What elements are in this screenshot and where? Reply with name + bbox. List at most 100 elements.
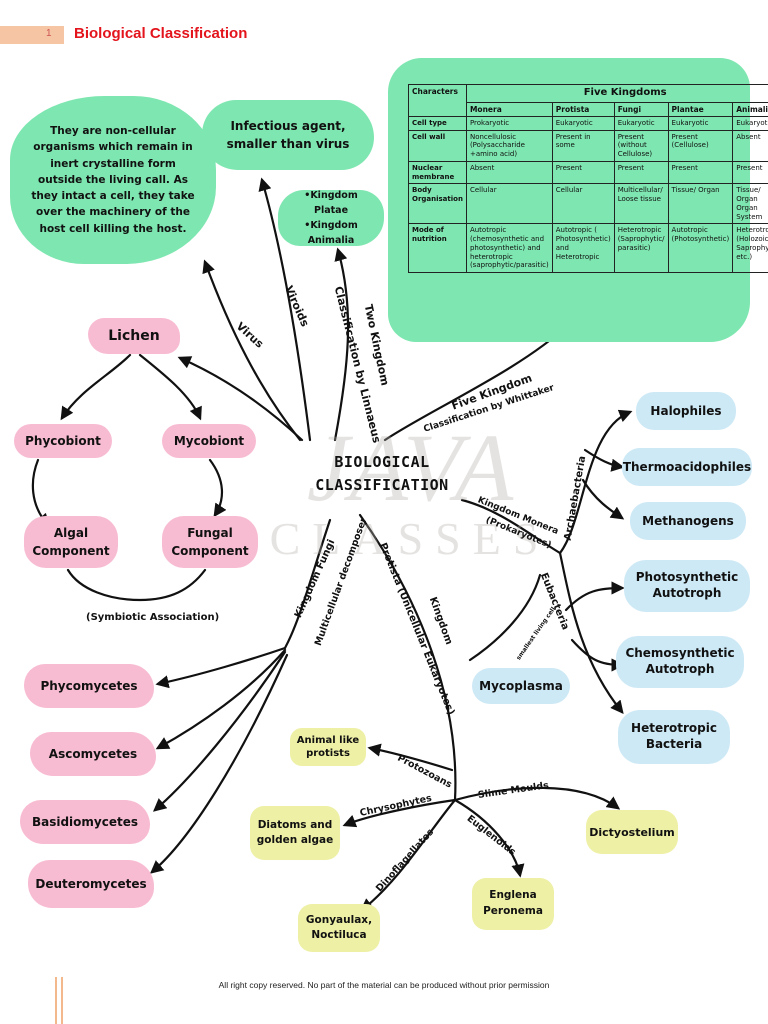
table-cell: Heterotropic (Saprophytic/ parasitic) [613, 223, 669, 274]
phycobiont-label: Phycobiont [25, 434, 101, 448]
two-kingdom-arrow [333, 247, 350, 442]
table-row: Body Organisation Cellular Cellular Mult… [408, 183, 768, 225]
archaebacteria-item-label: Thermoacidophiles [622, 460, 752, 474]
symbiotic-association-label: (Symbiotic Association) [86, 612, 220, 623]
archaebacteria-item: Halophiles [636, 392, 736, 430]
table-cell: Cellular [465, 183, 553, 225]
lichen-node: Lichen [88, 318, 180, 354]
table-row: Cell type Prokaryotic Eukaryotic Eukaryo… [408, 115, 768, 131]
table-group-header: Five Kingdoms [465, 84, 768, 103]
two-kingdom-item: •Kingdom Platae [304, 189, 358, 216]
footer-copyright: All right copy reserved. No part of the … [218, 980, 550, 990]
archaebacteria-item-label: Halophiles [650, 404, 722, 418]
monera-arrow [460, 498, 562, 555]
five-kingdom-table: Characters Five Kingdoms Monera Protista… [408, 84, 768, 274]
table-cell: Present [551, 160, 615, 185]
fungi-arrow [283, 518, 332, 650]
eubacteria-item: Photosynthetic Autotroph [624, 560, 750, 612]
fungi-item-label: Deuteromycetes [35, 877, 147, 891]
center-title-line-1: BIOLOGICAL [334, 453, 430, 471]
fungi-item-label: Phycomycetes [40, 679, 138, 693]
table-cell: Absent [732, 129, 768, 162]
fungi-item: Basidiomycetes [20, 800, 150, 844]
protista-item: Animal like protists [290, 728, 366, 766]
page-title: Biological Classification [74, 25, 248, 42]
mycoplasma-node: Mycoplasma [472, 668, 570, 704]
algal-component-node: Algal Component [24, 516, 118, 568]
five-kingdom-arrow [383, 323, 570, 442]
virus-arrow [202, 259, 302, 442]
viroids-arrow [258, 177, 312, 442]
fungi-item: Phycomycetes [24, 664, 154, 708]
two-kingdom-item: •Kingdom Animalia [304, 220, 358, 247]
row-header: Nuclear membrane [408, 160, 467, 185]
table-cell: Tissue/ Organ [667, 183, 734, 225]
column-header: Monera [465, 101, 553, 117]
column-header: Fungi [613, 101, 669, 117]
table-cell: Eukaryotic [732, 115, 768, 131]
row-header: Cell type [408, 115, 467, 131]
table-cell: Prokaryotic [465, 115, 553, 131]
dinoflagellates-item: Gonyaulax, Noctiluca [305, 913, 373, 941]
eubacteria-branch [558, 551, 624, 715]
eubacteria-item-label: Chemosynthetic Autotroph [625, 646, 735, 676]
eubacteria-item: Chemosynthetic Autotroph [616, 636, 744, 688]
euglenoids-item: Englena Peronema [483, 889, 543, 917]
table-cell: Autotropic (chemosynthetic and photosynt… [465, 223, 553, 274]
table-cell: Autotropic ( Photosynthetic) and Heterot… [551, 223, 615, 274]
footer-accent [55, 977, 63, 1024]
table-cell: Present (without Cellulose) [613, 129, 669, 162]
row-header: Mode of nutrition [408, 223, 467, 274]
two-kingdom-box: •Kingdom Platae •Kingdom Animalia [278, 190, 384, 246]
protista-item: Diatoms and golden algae [250, 806, 340, 860]
table-cell: Present [613, 160, 669, 185]
table-corner: Characters [408, 84, 467, 117]
table-cell: Eukaryotic [667, 115, 734, 131]
row-header: Cell wall [408, 129, 467, 162]
center-title: BIOLOGICAL CLASSIFICATION [282, 451, 482, 498]
chrysophytes-item: Diatoms and golden algae [256, 818, 334, 846]
phycobiont-node: Phycobiont [14, 424, 112, 458]
viroids-description-box: Infectious agent, smaller than virus [202, 100, 374, 170]
table-cell: Multicellular/ Loose tissue [613, 183, 669, 225]
eubacteria-item-label: Heterotropic Bacteria [631, 721, 717, 751]
protista-item: Englena Peronema [472, 878, 554, 930]
table-cell: Autotropic (Photosynthetic) [667, 223, 734, 274]
archaebacteria-item-label: Methanogens [642, 514, 734, 528]
table-cell: Eukaryotic [613, 115, 669, 131]
mycobiont-label: Mycobiont [173, 434, 245, 448]
column-header: Protista [551, 101, 615, 117]
table-cell: Present [667, 160, 734, 185]
table-cell: Cellular [551, 183, 615, 225]
table-cell: Tissue/ Organ Organ System [732, 183, 768, 225]
virus-description: They are non-cellular organisms which re… [31, 125, 195, 235]
mycobiont-node: Mycobiont [162, 424, 256, 458]
table-cell: Absent [465, 160, 553, 185]
table-cell: Present (Cellulose) [667, 129, 734, 162]
column-header: Animalia [732, 101, 768, 117]
page-number: 1 [46, 28, 52, 39]
protista-item: Gonyaulax, Noctiluca [298, 904, 380, 952]
protista-item: Dictyostelium [586, 810, 678, 854]
fungal-component-node: Fungal Component [162, 516, 258, 568]
fungi-item-label: Basidiomycetes [31, 815, 139, 829]
table-row: Nuclear membrane Absent Present Present … [408, 160, 768, 185]
table-cell: Noncellulosic (Polysaccharide +amino aci… [465, 129, 553, 162]
row-header: Body Organisation [408, 183, 467, 225]
fungi-item-label: Ascomycetes [48, 747, 138, 761]
virus-description-box: They are non-cellular organisms which re… [10, 96, 216, 264]
slime-moulds-item: Dictyostelium [589, 825, 675, 839]
table-row: Cell wall Noncellulosic (Polysaccharide … [408, 129, 768, 162]
fungi-item: Deuteromycetes [28, 860, 154, 908]
archaebacteria-branch [558, 409, 633, 555]
fungi-item: Ascomycetes [30, 732, 156, 776]
table-cell: Present in some [551, 129, 615, 162]
archaebacteria-item: Methanogens [630, 502, 746, 540]
table-cell: Eukaryotic [551, 115, 615, 131]
viroids-description: Infectious agent, smaller than virus [226, 119, 350, 151]
header-accent-bar [0, 26, 64, 44]
eubacteria-item: Heterotropic Bacteria [618, 710, 730, 764]
center-title-line-2: CLASSIFICATION [315, 476, 449, 495]
algal-component-label: Algal Component [32, 526, 110, 558]
